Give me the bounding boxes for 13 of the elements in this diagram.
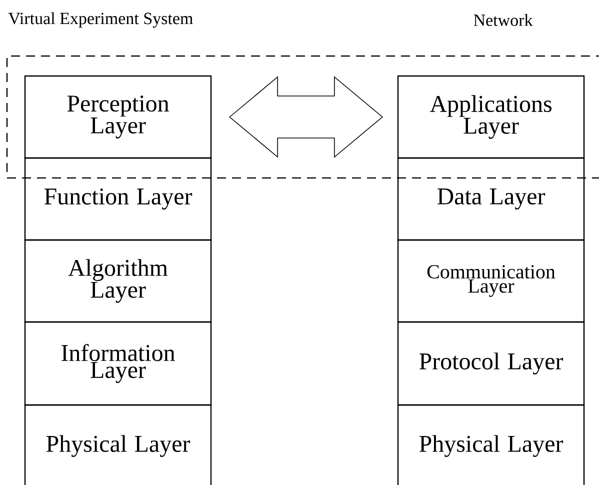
layer-box: Function Layer [24,157,212,241]
layer-box: Protocol Layer [397,321,585,406]
column-title: Network [474,14,533,26]
layer-box: Physical Layer [397,404,585,485]
column-title: Virtual Experiment System [8,12,193,28]
layer-box: Physical Layer [24,404,212,485]
layer-box: Algorithm Layer [24,239,212,323]
layer-box: Applications Layer [397,75,585,159]
layer-box: Information Layer [24,321,212,406]
layer-box: Perception Layer [24,75,212,159]
dashed-region [6,55,599,179]
layer-box: Data Layer [397,157,585,241]
layer-box: Communication Layer [397,239,585,323]
